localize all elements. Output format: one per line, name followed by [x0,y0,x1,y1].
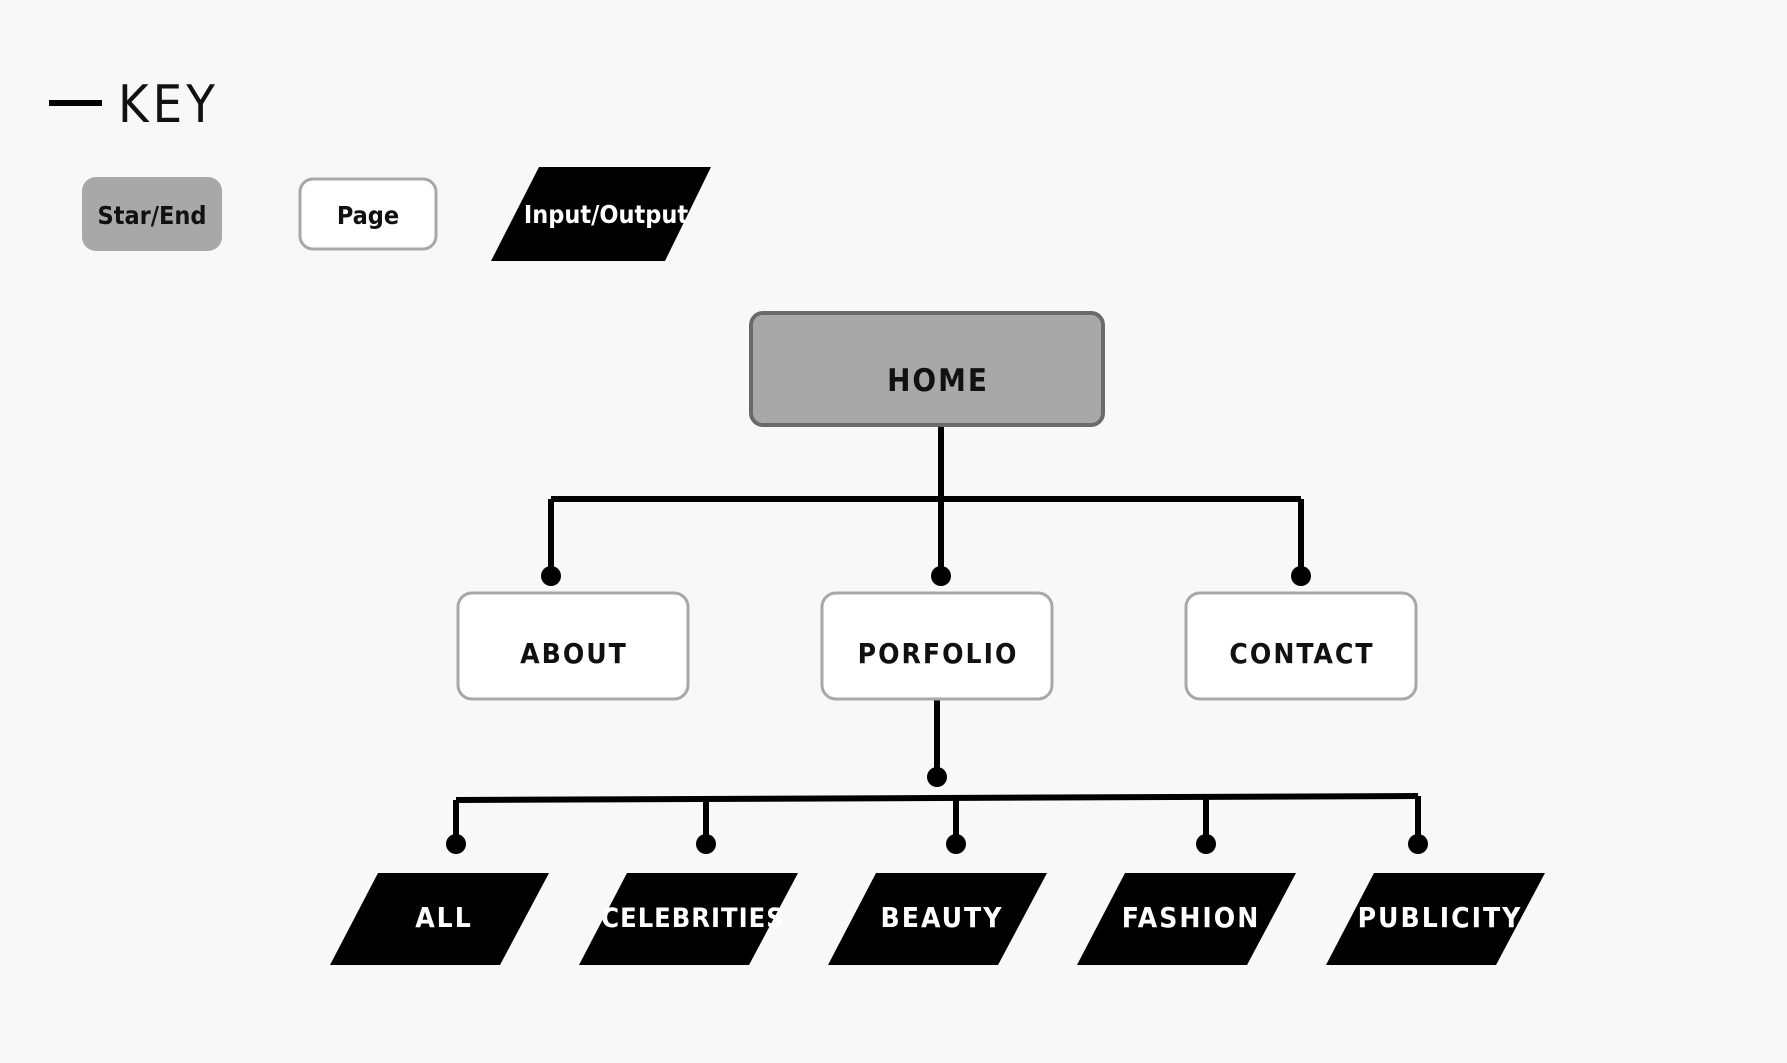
publicity-shape [1326,873,1545,965]
contact-box [1184,591,1418,701]
celebrities-label: CELEBRITIES [601,903,784,934]
connector-level2-bar [455,793,1419,803]
connector-dot [541,566,561,586]
start-end-shape [82,177,222,251]
node-portfolio: PORFOLIO [820,591,1054,701]
legend-dash-icon [49,100,102,106]
connector-dot [946,834,966,854]
fashion-label: FASHION [1122,901,1261,934]
beauty-shape [828,873,1047,965]
beauty-label: BEAUTY [881,901,1004,934]
node-contact: CONTACT [1184,591,1418,701]
connector-dot [446,834,466,854]
connector-dot [927,767,947,787]
connector-dot [1408,834,1428,854]
node-publicity: PUBLICITY [1326,873,1545,965]
page-shape [298,177,438,251]
input-output-shape [491,167,711,261]
all-label: ALL [415,901,473,934]
legend-title: KEY [118,75,219,135]
fashion-shape [1077,873,1296,965]
node-all: ALL [330,873,549,965]
connector-dots [446,566,1428,854]
connector-dot [1291,566,1311,586]
legend-item-input-output: Input/Output [491,167,711,261]
legend-label-page: Page [337,201,399,230]
home-box [749,311,1105,427]
home-label: HOME [887,363,989,399]
node-home: HOME [749,311,1105,427]
connector-dot [931,566,951,586]
connectors [453,425,1421,844]
all-shape [330,873,549,965]
node-about: ABOUT [456,591,690,701]
legend-label-input-output: Input/Output [524,200,688,229]
celebrities-shape [579,873,798,965]
legend-label-start-end: Star/End [98,201,207,230]
portfolio-label: PORFOLIO [858,637,1019,670]
legend-item-page: Page [298,177,438,251]
legend-item-start-end: Star/End [82,177,222,251]
node-beauty: BEAUTY [828,873,1047,965]
node-celebrities: CELEBRITIES [579,873,798,965]
legend: KEY Star/End Page Input/Output [49,75,711,261]
portfolio-box [820,591,1054,701]
connector-dot [696,834,716,854]
contact-label: CONTACT [1229,637,1374,670]
about-label: ABOUT [520,637,628,670]
connector-dot [1196,834,1216,854]
publicity-label: PUBLICITY [1358,901,1523,934]
about-box [456,591,690,701]
node-fashion: FASHION [1077,873,1296,965]
